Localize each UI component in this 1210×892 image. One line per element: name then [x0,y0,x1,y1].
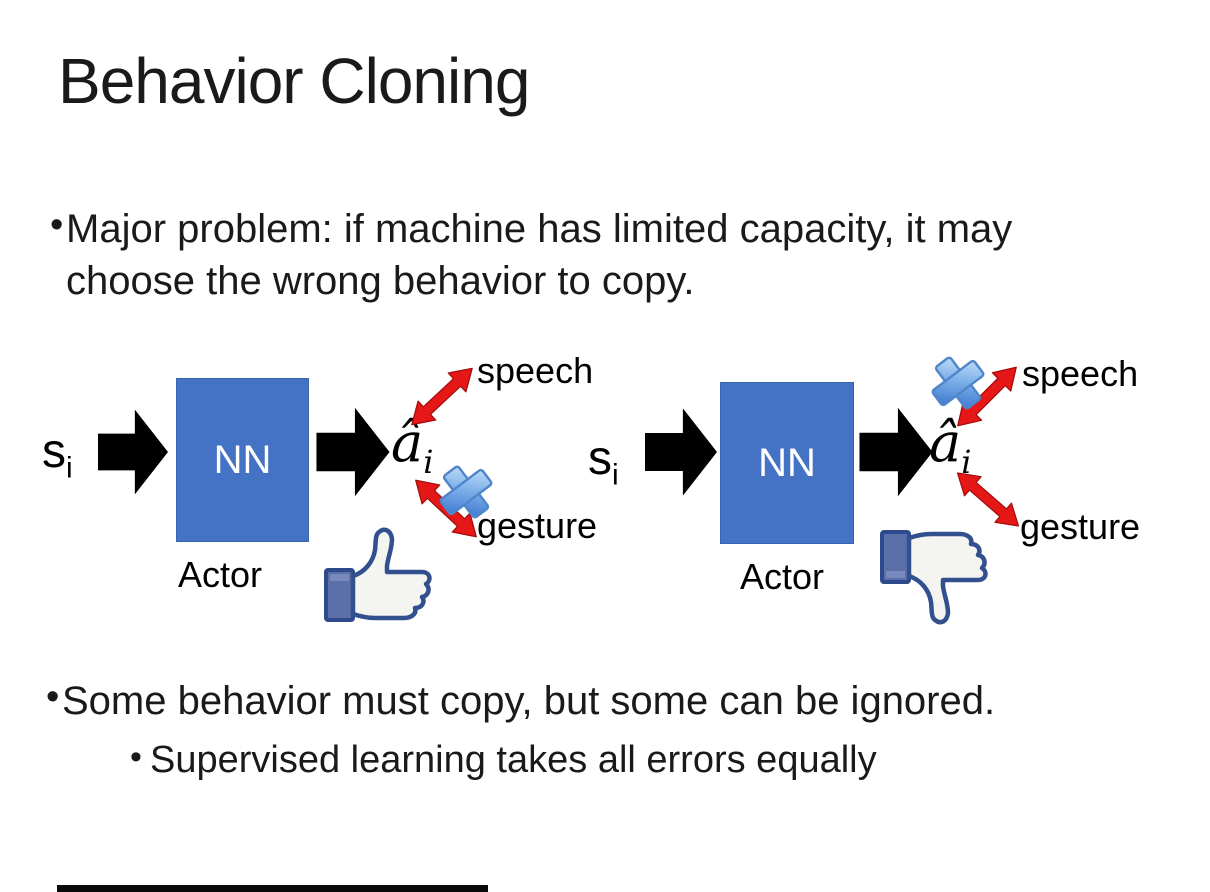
speech-arrow-icon [411,367,473,426]
input-state-subscript: i [66,451,73,485]
bullet-marker: • [46,676,60,718]
nn-box-label: NN [213,437,272,482]
predicted-action-label: âi [391,416,433,478]
cropped-next-element-bar [57,885,488,892]
bullet-marker: • [130,738,142,776]
bullet-supervised-learning: Supervised learning takes all errors equ… [150,739,877,781]
input-state-label: si [588,431,619,493]
thumbs-up-icon [324,527,432,622]
gesture-label: gesture [1020,506,1141,547]
predicted-action-subscript: i [961,442,972,481]
output-arrow-icon [316,407,390,497]
input-arrow-icon [98,409,168,495]
page-title: Behavior Cloning [58,45,530,117]
bullet-some-behavior: Some behavior must copy, but some can be… [62,679,996,723]
input-state-main: s [588,432,612,485]
predicted-action-main: â [929,411,962,474]
output-arrow-icon [859,407,933,497]
input-arrow-icon [645,408,717,496]
input-state-subscript: i [612,458,619,492]
input-state-main: s [42,425,66,478]
nn-box: NN [720,382,854,544]
gesture-label: gesture [477,505,598,546]
cross-icon [931,356,985,410]
nn-box: NN [176,378,309,542]
bullet-marker: • [50,204,64,246]
speech-label: speech [1022,353,1139,394]
actor-label: Actor [178,554,263,595]
thumbs-down-icon [880,530,988,625]
predicted-action-subscript: i [423,442,434,481]
nn-box-label: NN [758,440,816,485]
gesture-arrow-icon [956,472,1020,527]
cross-icon [439,465,493,519]
speech-label: speech [477,350,594,391]
actor-label: Actor [740,556,825,597]
input-state-label: si [42,424,73,486]
predicted-action-main: â [391,411,424,474]
predicted-action-label: âi [929,416,971,478]
bullet-major-problem: Major problem: if machine has limited ca… [66,207,1013,303]
